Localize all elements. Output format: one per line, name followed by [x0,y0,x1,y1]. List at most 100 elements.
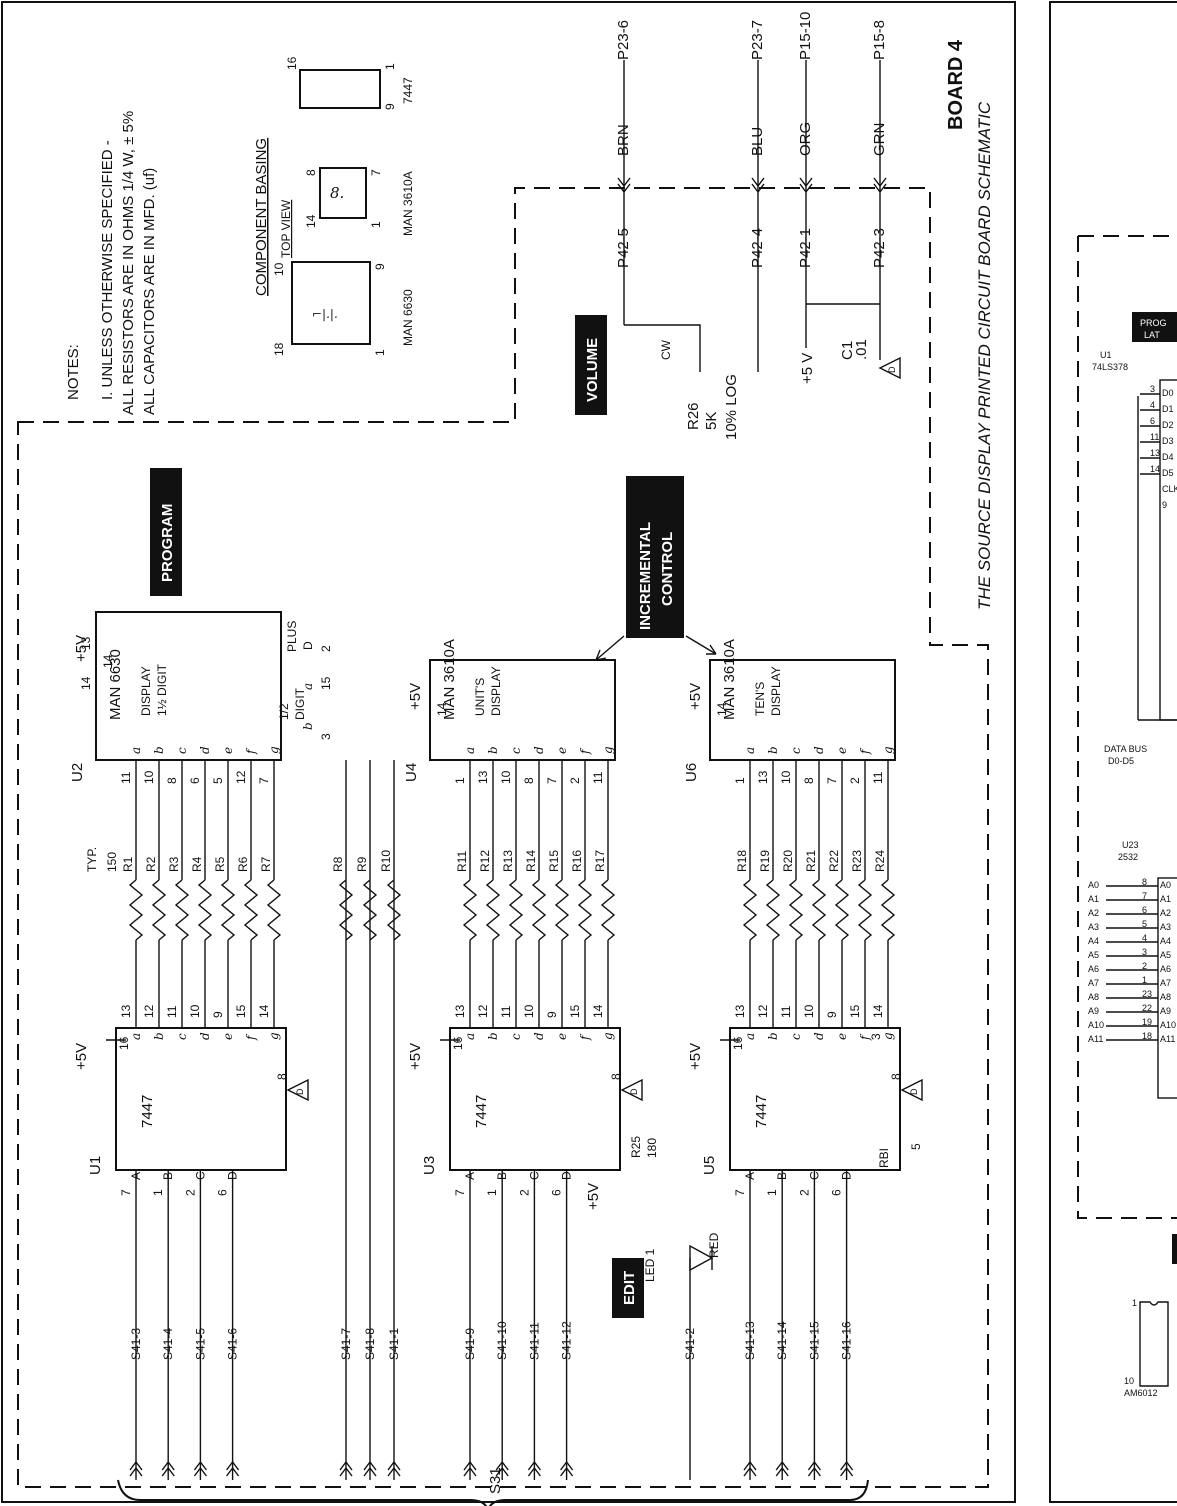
display-pin: 10 [779,770,793,784]
right-u1-outer-pin: 13 [1150,448,1160,458]
display-pin: 8 [802,777,816,784]
right-u1-outer-pin: 4 [1150,400,1155,410]
resistor-R13 [508,879,524,941]
decoder-output-pin: 15 [568,1004,582,1018]
decoder-output-b: b [152,1032,166,1040]
program-tag [150,468,182,596]
display-input-g: g [267,746,281,754]
decoder-input-pin: 6 [830,1189,844,1196]
right-addr-pin: 5 [1142,919,1147,929]
display-vcc-pin: 14 [715,702,729,716]
connector-outer: P15-8 [871,20,888,60]
right-addr-label: A5 [1088,950,1099,960]
right-prog-tag-text: PROG [1140,318,1167,328]
resistor-R23 [857,879,873,941]
connector-chevron [226,1460,240,1477]
basing-pin: 14 [304,214,318,228]
resistor-R15 [554,879,570,941]
display-desc1: DISPLAY [139,666,153,716]
display-pin: 1 [453,777,467,784]
right-addr-label: A10 [1088,1020,1104,1030]
display-pin: 7 [257,777,271,784]
right-u1-inner-pin: D2 [1162,420,1174,430]
display-input-f: f [578,747,592,755]
decoder-output-pin: 15 [234,1004,248,1018]
display-input-a: a [743,747,757,754]
right-board-outline [1077,235,1177,1219]
connector-chevron [560,1460,574,1477]
decoder-output-g: g [267,1032,281,1040]
decoder-output-e: e [835,1033,849,1040]
resistor-label: R9 [355,856,369,872]
board-label: BOARD 4 [945,39,967,130]
switch-pin: S41-2 [683,1328,697,1360]
resistor-R18 [742,879,758,941]
resistor-R4 [197,879,213,941]
decoder-input-pin: 2 [797,1189,811,1196]
decoder-output-c: c [509,1033,523,1040]
display-part: MAN 3610A [721,639,738,720]
decoder-output-b: b [766,1032,780,1040]
display-input-g: g [881,746,895,754]
display-pin: 7 [825,777,839,784]
decoder-gnd [620,1078,643,1102]
basing-segments-1: ⌐|.|. [312,307,338,321]
right-addr-pin: 2 [1142,961,1147,971]
notes-line2: ALL RESISTORS ARE IN OHMS 1/4 W, ± 5% [120,111,137,415]
right-u1-ref: U1 [1100,350,1112,360]
display-input-d: d [532,746,546,754]
resistor-label: R17 [593,850,607,872]
display-supply: +5V [407,683,424,710]
basing-pin: 10 [272,262,286,276]
display-input-e: e [555,747,569,754]
decoder-gnd-mark: D [295,1088,305,1095]
decoder-output-pin: 14 [257,1004,271,1018]
decoder-output-pin: 13 [733,1004,747,1018]
decoder-output-c: c [789,1033,803,1040]
connector-outer: P15-10 [797,12,814,60]
right-u23-inner-pin: A0 [1160,880,1171,890]
decoder-part: 7447 [753,1095,770,1128]
typ-label: TYP. [85,847,99,872]
rbi-pin5: 5 [909,1143,923,1150]
decoder-output-pin: 10 [188,1004,202,1018]
resistor-R1 [128,879,144,941]
decoder-output-d: d [812,1032,826,1040]
basing-man3610a [319,167,367,219]
resistor-R24 [880,879,896,941]
decoder-output-a: a [743,1033,757,1040]
incremental-arrow-1 [595,635,625,661]
right-addr-label: A0 [1088,880,1099,890]
basing-pin: 1 [373,349,387,356]
right-addr-pin: 7 [1142,891,1147,901]
resistor-R5 [220,879,236,941]
decoder-supply: +5V [73,1043,90,1070]
connector-chevron [387,1460,401,1477]
display-input-b: b [486,746,500,754]
decoder-supply: +5V [407,1043,424,1070]
bus-label: S31 [487,1467,504,1494]
right-addr-label: A2 [1088,908,1099,918]
notes-line3: ALL CAPACITORS ARE IN MFD. (uf) [141,168,158,415]
resistor-label: R13 [501,850,515,872]
resistor-label: R3 [167,856,181,872]
right-addr-label: A9 [1088,1006,1099,1016]
right-u23-inner-pin: A8 [1160,992,1171,1002]
decoder-output-pin: 9 [545,1011,559,1018]
resistor-R2 [151,879,167,941]
basing-part-name: 7447 [401,77,415,104]
decoder-output-pin: 15 [848,1004,862,1018]
right-databus-label: DATA BUS [1104,744,1147,754]
led-supply: +5V [585,1183,602,1210]
resistor-label: R11 [455,851,469,872]
display-input-c: c [789,747,803,754]
right-u1-inner-pin: D5 [1162,468,1174,478]
right-u1-inner-pin: D1 [1162,404,1174,414]
right-u23-inner-pin: A7 [1160,978,1171,988]
edit-tag [612,1258,644,1318]
decoder-output-pin: 12 [756,1004,770,1018]
board-outline [17,187,989,1488]
right-addr-label: A3 [1088,922,1099,932]
display-pin: 8 [165,777,179,784]
display-pin: 12 [234,770,248,784]
